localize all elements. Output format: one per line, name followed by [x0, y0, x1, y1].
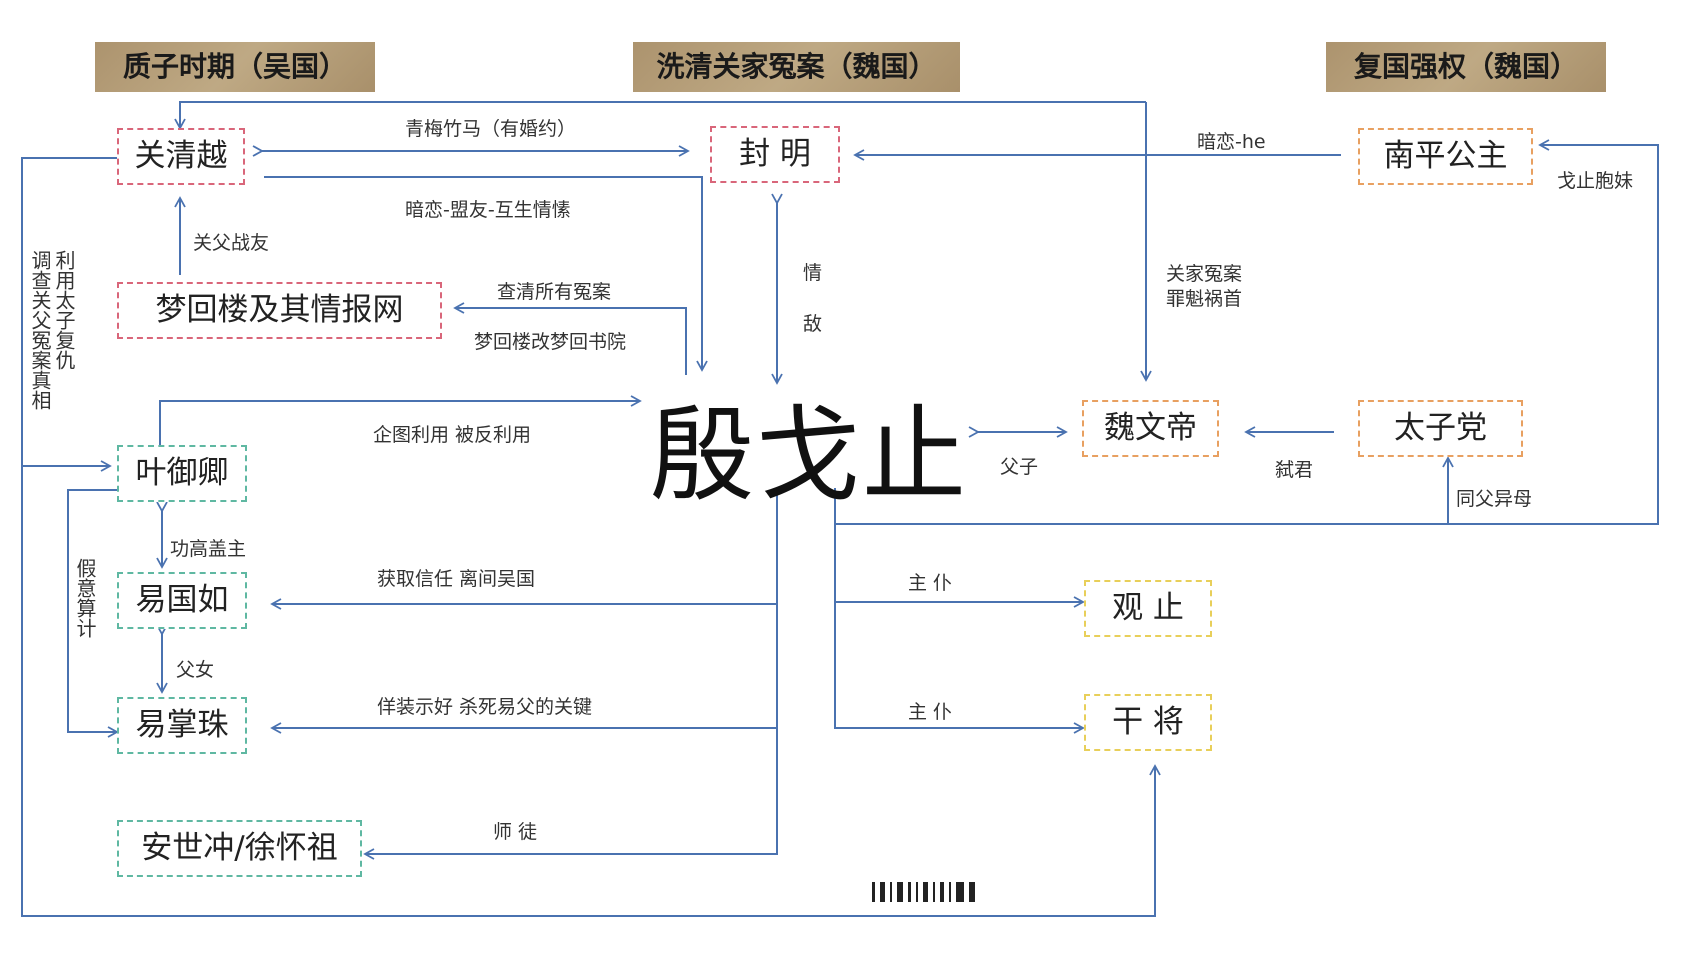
node-yizhangzhu: 易掌珠	[117, 697, 247, 754]
edge-yin-guanzhi	[834, 524, 1085, 608]
label-yuanan-1: 关家冤案	[1166, 263, 1243, 285]
label-qitu: 企图利用 被反利用	[373, 424, 532, 446]
node-guanzhi: 观 止	[1084, 580, 1212, 637]
label-fuzi: 父子	[1000, 456, 1039, 478]
edge-guan-yin	[264, 176, 708, 372]
node-nanping: 南平公主	[1358, 128, 1533, 185]
label-zhupu-1: 主 仆	[908, 572, 953, 594]
label-shijun: 弑君	[1275, 459, 1314, 481]
node-yiguoru: 易国如	[117, 572, 247, 629]
node-weiwendi: 魏文帝	[1082, 400, 1219, 457]
node-ganjiang: 干 将	[1084, 694, 1212, 751]
period-banner-clear-case: 洗清关家冤案（魏国）	[633, 42, 960, 92]
label-jiayi: 假意算计	[73, 558, 97, 638]
edge-yin-anshichong	[363, 728, 778, 860]
label-yuanan-2: 罪魁祸首	[1166, 288, 1243, 310]
label-zhupu-2: 主 仆	[908, 701, 953, 723]
label-anlian: 暗恋-盟友-互生情愫	[405, 199, 571, 221]
label-chaqing: 查清所有冤案	[497, 281, 612, 303]
label-baomei: 戈止胞妹	[1557, 170, 1634, 192]
edge-yin-ganjiang	[834, 602, 1085, 734]
node-taizidang: 太子党	[1358, 400, 1523, 457]
label-fu-nv: 父女	[176, 659, 215, 681]
edge-yin-taizi	[834, 456, 1454, 525]
label-guanfu: 关父战友	[193, 232, 270, 254]
edge-ye-yin	[159, 395, 642, 445]
label-tongfu: 同父异母	[1456, 488, 1533, 510]
node-menghuilou: 梦回楼及其情报网	[117, 282, 442, 339]
period-banner-restore-power: 复国强权（魏国）	[1326, 42, 1606, 92]
label-liyong: 利用太子复仇	[52, 250, 76, 370]
node-fengming: 封 明	[710, 126, 840, 183]
label-huoqu: 获取信任 离间吴国	[377, 568, 536, 590]
label-gonggao: 功高盖主	[170, 538, 247, 560]
node-anshichong: 安世冲/徐怀祖	[117, 820, 362, 877]
period-banner-hostage: 质子时期（吴国）	[95, 42, 375, 92]
label-anlian-he: 暗恋-he	[1197, 131, 1266, 153]
edge-outer-left-ye	[21, 157, 117, 472]
label-gaiming: 梦回楼改梦回书院	[474, 331, 627, 353]
label-yangzhuang: 佯装示好 杀死易父的关键	[377, 696, 593, 718]
watermark-marks	[872, 882, 975, 902]
label-shitu: 师 徒	[493, 821, 538, 843]
edge-outer-bottom-ganjiang	[21, 466, 1161, 917]
label-qingmei: 青梅竹马（有婚约）	[405, 118, 577, 140]
edge-top-guan	[174, 101, 1146, 130]
label-qingdi-1: 情	[803, 262, 823, 284]
edge-yin-nanping	[1448, 139, 1659, 525]
label-qingdi-2: 敌	[803, 313, 823, 335]
node-yeyuqing: 叶御卿	[117, 445, 247, 502]
center-character: 殷戈止	[650, 394, 969, 516]
edge-ye-yizhangzhu	[67, 489, 119, 738]
edge-yin-meng	[453, 302, 687, 375]
label-diaocha: 调查关父冤案真相	[28, 250, 52, 410]
node-guanqingyue: 关清越	[117, 128, 245, 185]
